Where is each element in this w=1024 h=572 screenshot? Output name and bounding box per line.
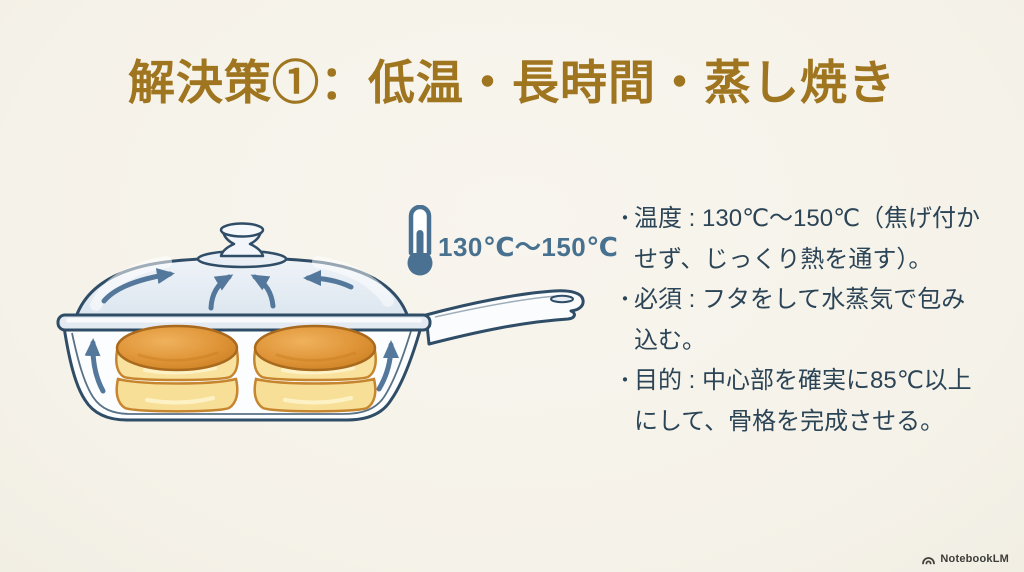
- bullet-marker: ・: [615, 208, 635, 230]
- bullet-line: せず、じっくり熱を通す）。: [634, 245, 933, 273]
- pan-rim: [56, 313, 432, 332]
- bullet-line: 温度 : 130℃〜150℃（焦げ付か: [634, 205, 980, 232]
- covered-pan-illustration: [56, 222, 585, 422]
- bullet-item: ・ 目的 : 中心部を確実に85℃以上 にして、骨格を完成させる。: [615, 361, 1020, 442]
- notebooklm-icon: [922, 557, 936, 565]
- temperature-label: 130℃〜150℃: [438, 232, 619, 262]
- bullet-line: 必須 : フタをして水蒸気で包み: [634, 286, 966, 313]
- wall-steam-arrows: [84, 338, 399, 394]
- page-title: 解決策①：低温・長時間・蒸し焼き: [128, 58, 896, 110]
- steam-arrows: [101, 268, 354, 311]
- pan-handle: [424, 289, 585, 346]
- notebooklm-label: NotebookLM: [940, 553, 1009, 565]
- bullet-list: ・ 温度 : 130℃〜150℃（焦げ付か せず、じっくり熱を通す）。 ・ 必須…: [615, 199, 1020, 442]
- bullet-item: ・ 温度 : 130℃〜150℃（焦げ付か せず、じっくり熱を通す）。: [615, 199, 1020, 280]
- bullet-marker: ・: [615, 289, 635, 311]
- pancake-stack-left: [115, 324, 239, 413]
- notebooklm-watermark: NotebookLM: [921, 553, 1009, 565]
- bullet-marker: ・: [615, 370, 635, 392]
- bullet-line: にして、骨格を完成させる。: [634, 407, 945, 435]
- pancake-stack-right: [253, 324, 377, 413]
- lid-knob: [196, 222, 288, 269]
- bullet-line: 込む。: [634, 326, 706, 354]
- bullet-line: 目的 : 中心部を確実に85℃以上: [634, 367, 972, 394]
- thermometer-icon: [407, 205, 433, 276]
- bullet-item: ・ 必須 : フタをして水蒸気で包み 込む。: [615, 280, 1020, 361]
